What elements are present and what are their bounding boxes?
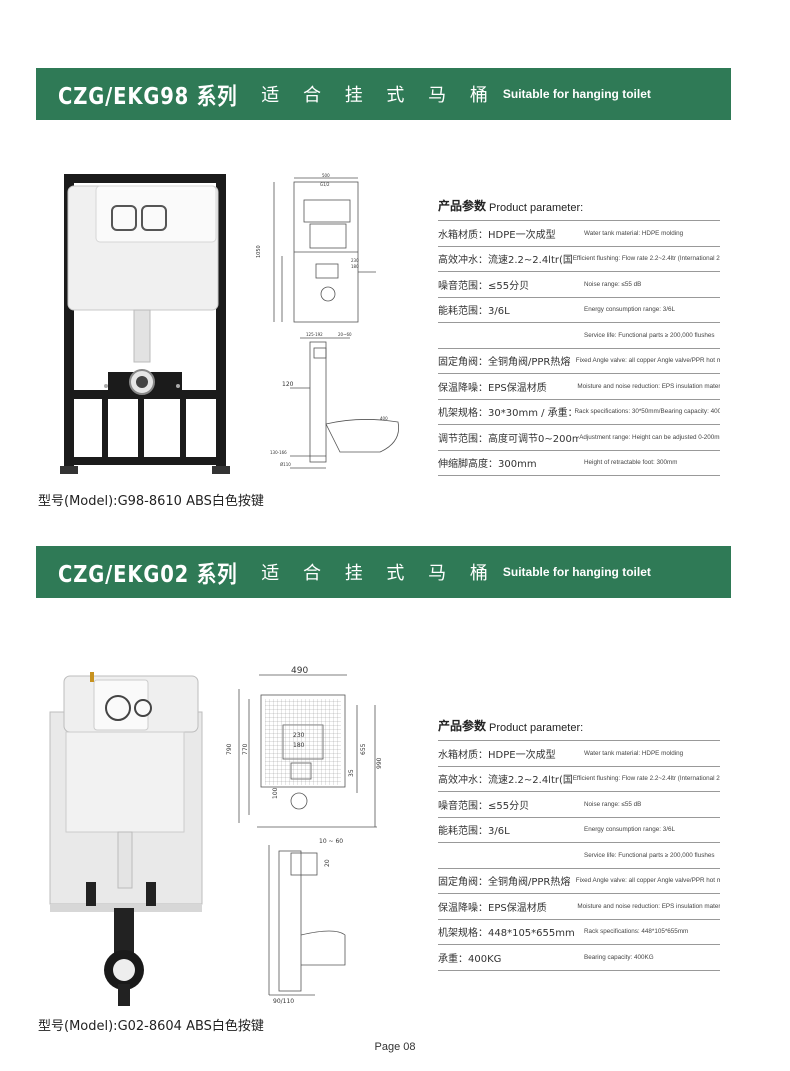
series-title: CZG/EKG98 系列 xyxy=(58,84,238,110)
dim-500: 500 xyxy=(322,173,330,178)
dim-110: Ø110 xyxy=(280,462,291,467)
model-caption-ekg02: 型号(Model):G02-8604 ABS白色按键 xyxy=(38,1019,264,1034)
dim-990: 990 xyxy=(376,757,383,769)
params-heading: 产品参数 Product parameter: xyxy=(438,199,584,214)
param-row: 高效冲水：流速2.2~2.4ltr(国际2.0ltr)Efficient flu… xyxy=(438,767,720,792)
dim-180: 180 xyxy=(351,264,359,269)
series-banner-ekg98: CZG/EKG98 系列 适 合 挂 式 马 桶 Suitable for ha… xyxy=(36,68,731,120)
dim-20: 20 xyxy=(324,859,331,867)
series-subtitle-en: Suitable for hanging toilet xyxy=(502,565,651,579)
dim-1050: 1050 xyxy=(256,245,262,258)
dim-120: 120 xyxy=(282,381,294,388)
series-title: CZG/EKG02 系列 xyxy=(58,562,238,588)
series-subtitle-cn: 适 合 挂 式 马 桶 xyxy=(261,85,497,106)
param-row: Service life: Functional parts ≥ 200,000… xyxy=(438,843,720,869)
series-banner-ekg02: CZG/EKG02 系列 适 合 挂 式 马 桶 Suitable for ha… xyxy=(36,546,731,598)
dim-230: 230 xyxy=(351,258,359,263)
page-number: Page 08 xyxy=(374,1041,416,1053)
dim-35: 35 xyxy=(348,769,355,777)
technical-drawing-ekg02: 490 790 770 655 990 230 180 35 100 10 ~ … xyxy=(226,666,383,1005)
dim-790: 790 xyxy=(226,743,233,755)
param-row: 机架规格：30*30mm / 承重：400KGRack specificatio… xyxy=(438,400,720,425)
param-row: Service life: Functional parts ≥ 200,000… xyxy=(438,323,720,349)
dim-2060: 20~60 xyxy=(338,332,352,337)
series-subtitle-cn: 适 合 挂 式 马 桶 xyxy=(261,563,497,584)
dim-125: 125-192 xyxy=(306,332,323,337)
dim-90: 90/110 xyxy=(273,998,294,1005)
dim-400: 400 xyxy=(380,416,388,421)
technical-drawing-ekg98: 500 G1/2 1050 230 180 125-192 20~60 120 … xyxy=(256,173,399,469)
dim-770: 770 xyxy=(242,743,249,755)
dim-180: 180 xyxy=(293,742,305,749)
dim-230: 230 xyxy=(293,732,305,739)
params-heading: 产品参数 Product parameter: xyxy=(438,719,584,734)
dim-655: 655 xyxy=(360,743,367,755)
product-photo-ekg02 xyxy=(49,672,203,1006)
dim-490: 490 xyxy=(291,666,308,676)
param-row: 高效冲水：流速2.2~2.4ltr(国际2.0ltr)Efficient flu… xyxy=(438,247,720,272)
dim-g12: G1/2 xyxy=(320,182,330,187)
dim-130: 130-166 xyxy=(270,450,287,455)
product-photo-ekg98 xyxy=(60,174,230,474)
model-caption-ekg98: 型号(Model):G98-8610 ABS白色按键 xyxy=(38,494,264,509)
series-subtitle-en: Suitable for hanging toilet xyxy=(502,87,651,101)
dim-1060: 10 ~ 60 xyxy=(319,838,343,845)
dim-100: 100 xyxy=(272,787,279,799)
